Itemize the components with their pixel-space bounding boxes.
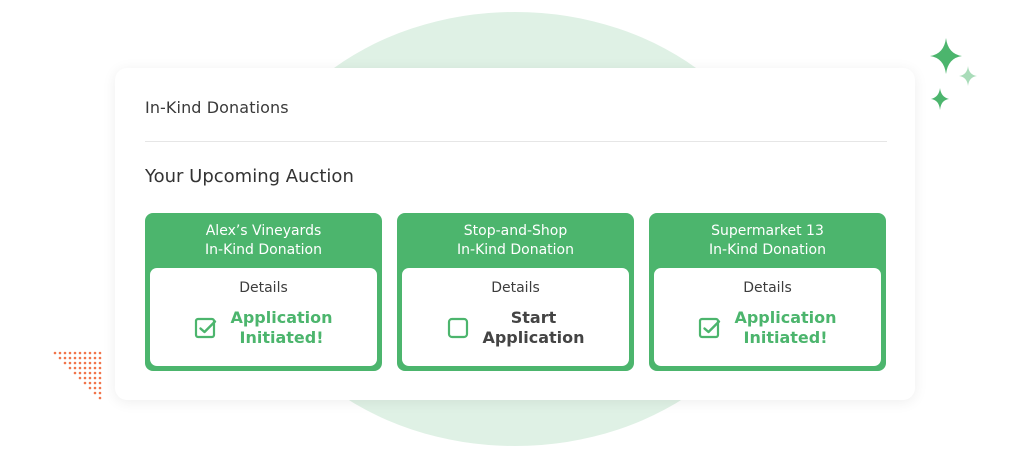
in-kind-donations-panel: In-Kind Donations Your Upcoming Auction … xyxy=(115,68,915,400)
application-status[interactable]: Application Initiated! xyxy=(654,308,881,348)
details-link[interactable]: Details xyxy=(743,280,792,296)
details-link[interactable]: Details xyxy=(239,280,288,296)
donor-name: Stop-and-Shop xyxy=(463,223,568,239)
donation-tile[interactable]: Stop-and-Shop In-Kind Donation Details S… xyxy=(397,213,634,371)
donation-type: In-Kind Donation xyxy=(205,242,322,258)
tile-header: Stop-and-Shop In-Kind Donation xyxy=(397,222,634,260)
tile-header: Supermarket 13 In-Kind Donation xyxy=(649,222,886,260)
donation-type: In-Kind Donation xyxy=(709,242,826,258)
panel-title: In-Kind Donations xyxy=(145,98,289,117)
donation-type: In-Kind Donation xyxy=(457,242,574,258)
status-line-2: Initiated! xyxy=(239,328,324,347)
tile-body: Details Application Initiated! xyxy=(150,268,377,366)
sparkles-icon xyxy=(930,38,977,110)
checked-checkbox-icon[interactable] xyxy=(194,316,218,340)
donation-tile[interactable]: Alex’s Vineyards In-Kind Donation Detail… xyxy=(145,213,382,371)
application-status[interactable]: Application Initiated! xyxy=(150,308,377,348)
donation-tiles: Alex’s Vineyards In-Kind Donation Detail… xyxy=(145,213,887,371)
donor-name: Supermarket 13 xyxy=(711,223,824,239)
status-text: Application Initiated! xyxy=(230,308,332,348)
details-link[interactable]: Details xyxy=(491,280,540,296)
status-line-1: Start xyxy=(510,308,557,327)
start-application-button[interactable]: Start Application xyxy=(402,308,629,348)
section-title: Your Upcoming Auction xyxy=(145,166,354,187)
tile-header: Alex’s Vineyards In-Kind Donation xyxy=(145,222,382,260)
donor-name: Alex’s Vineyards xyxy=(205,223,322,239)
status-line-1: Application xyxy=(230,308,333,327)
donation-tile[interactable]: Supermarket 13 In-Kind Donation Details … xyxy=(649,213,886,371)
checked-checkbox-icon[interactable] xyxy=(698,316,722,340)
tile-body: Details Application Initiated! xyxy=(654,268,881,366)
status-line-1: Application xyxy=(734,308,837,327)
decorative-dots xyxy=(53,351,102,400)
divider xyxy=(145,141,887,142)
tile-body: Details Start Application xyxy=(402,268,629,366)
status-line-2: Initiated! xyxy=(743,328,828,347)
empty-checkbox-icon[interactable] xyxy=(446,316,470,340)
status-text: Start Application xyxy=(482,308,584,348)
status-text: Application Initiated! xyxy=(734,308,836,348)
status-line-2: Application xyxy=(482,328,585,347)
